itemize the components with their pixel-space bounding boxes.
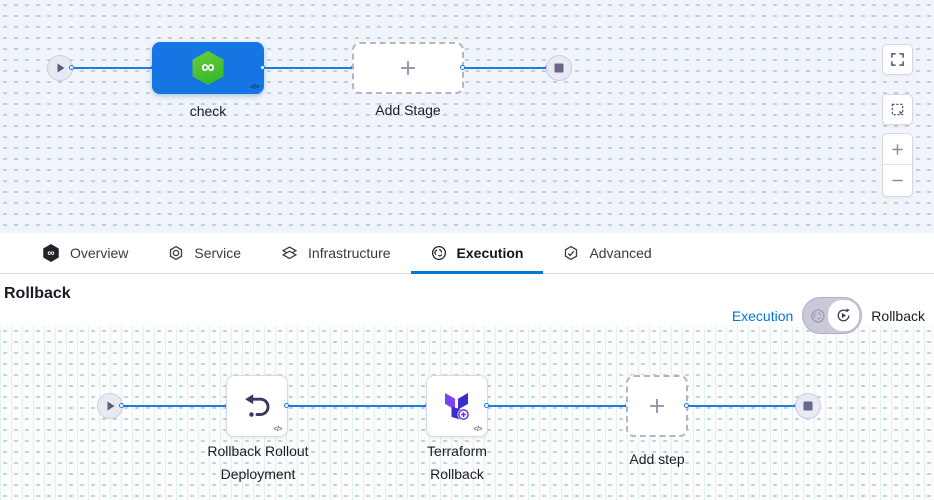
terraform-icon: [445, 393, 470, 421]
rollback-mode-label: Rollback: [871, 307, 925, 324]
edge-endpoint: [484, 402, 489, 408]
edge: [484, 402, 630, 408]
execution-icon: [431, 245, 446, 261]
edge-endpoint: [460, 64, 465, 70]
tab-service[interactable]: Service: [148, 233, 261, 273]
step-label: Rollback Rollout Deployment: [207, 443, 309, 482]
add-step-label: Add step: [629, 451, 685, 467]
rollback-arrow-icon: [245, 394, 270, 417]
edge: [69, 64, 156, 70]
add-stage-button[interactable]: [352, 42, 464, 94]
zoom-in-button[interactable]: [883, 134, 912, 165]
stage-canvas[interactable]: ∞ </> check Add Stage: [0, 0, 934, 233]
edge-endpoint: [684, 402, 689, 408]
edge: [684, 402, 799, 408]
code-icon: </>: [250, 84, 259, 91]
tab-advanced[interactable]: Advanced: [543, 233, 671, 273]
toggle-thumb[interactable]: [827, 299, 861, 332]
marquee-select-button[interactable]: [882, 94, 913, 125]
service-icon: [170, 245, 183, 261]
execution-mode-link[interactable]: Execution: [731, 307, 794, 324]
plus-icon: [892, 143, 903, 155]
rollback-mode-toggle[interactable]: [802, 297, 863, 334]
step-node-rollback-rollout[interactable]: </>: [226, 375, 288, 437]
edge-endpoint: [69, 64, 74, 70]
tab-label: Execution: [456, 245, 524, 261]
edge-endpoint: [260, 64, 265, 70]
add-step-button[interactable]: [626, 375, 688, 437]
code-icon: </>: [273, 426, 282, 433]
stop-icon: [803, 401, 813, 411]
pipeline-start-node[interactable]: [47, 55, 73, 81]
edge-endpoint: [284, 402, 289, 408]
tab-label: Overview: [70, 245, 129, 261]
minus-icon: [892, 179, 903, 182]
tab-label: Service: [194, 245, 242, 261]
stage-tabbar: ∞ Overview Service Infrastructure Execut…: [0, 233, 934, 274]
tab-execution[interactable]: Execution: [410, 233, 544, 274]
play-icon: [57, 63, 65, 73]
edge: [260, 64, 356, 70]
rollback-end-node[interactable]: [795, 393, 821, 419]
rollback-header: Rollback Execution Rollb: [0, 274, 934, 334]
edge: [119, 402, 230, 408]
rollback-canvas[interactable]: </> Rollback Rollout Deployment </> Terr…: [0, 326, 934, 500]
advanced-icon: [565, 245, 578, 261]
tab-overview[interactable]: ∞ Overview: [22, 233, 148, 273]
tab-label: Infrastructure: [308, 245, 391, 261]
stage-node-check[interactable]: ∞ </>: [152, 42, 264, 94]
fullscreen-icon: [891, 53, 904, 66]
step-label: Terraform Rollback: [427, 443, 487, 482]
play-icon: [107, 401, 115, 411]
edge-endpoint: [119, 402, 124, 408]
plus-icon: [650, 399, 664, 413]
tab-label: Advanced: [589, 245, 652, 261]
harness-ci-icon: ∞: [192, 51, 224, 85]
section-title: Rollback: [4, 285, 71, 302]
zoom-controls: [882, 133, 913, 197]
fit-to-screen-button[interactable]: [882, 44, 913, 75]
add-stage-label: Add Stage: [375, 102, 441, 118]
plus-icon: [401, 61, 415, 75]
stage-label: check: [189, 103, 227, 119]
rollback-mode-icon: [837, 308, 850, 322]
execution-mode-icon: [810, 308, 826, 324]
harness-logo-icon: ∞: [43, 244, 59, 262]
execution-rollback-switch: Execution Rollback: [732, 297, 925, 334]
tab-infrastructure[interactable]: Infrastructure: [261, 233, 410, 273]
code-icon: </>: [473, 426, 482, 433]
marquee-selection-icon: [891, 103, 904, 116]
stop-icon: [554, 63, 564, 73]
step-node-terraform-rollback[interactable]: </>: [426, 375, 488, 437]
zoom-out-button[interactable]: [883, 165, 912, 196]
infrastructure-icon: [281, 245, 298, 259]
pipeline-end-node[interactable]: [546, 55, 572, 81]
edge: [460, 64, 550, 70]
edge: [284, 402, 430, 408]
